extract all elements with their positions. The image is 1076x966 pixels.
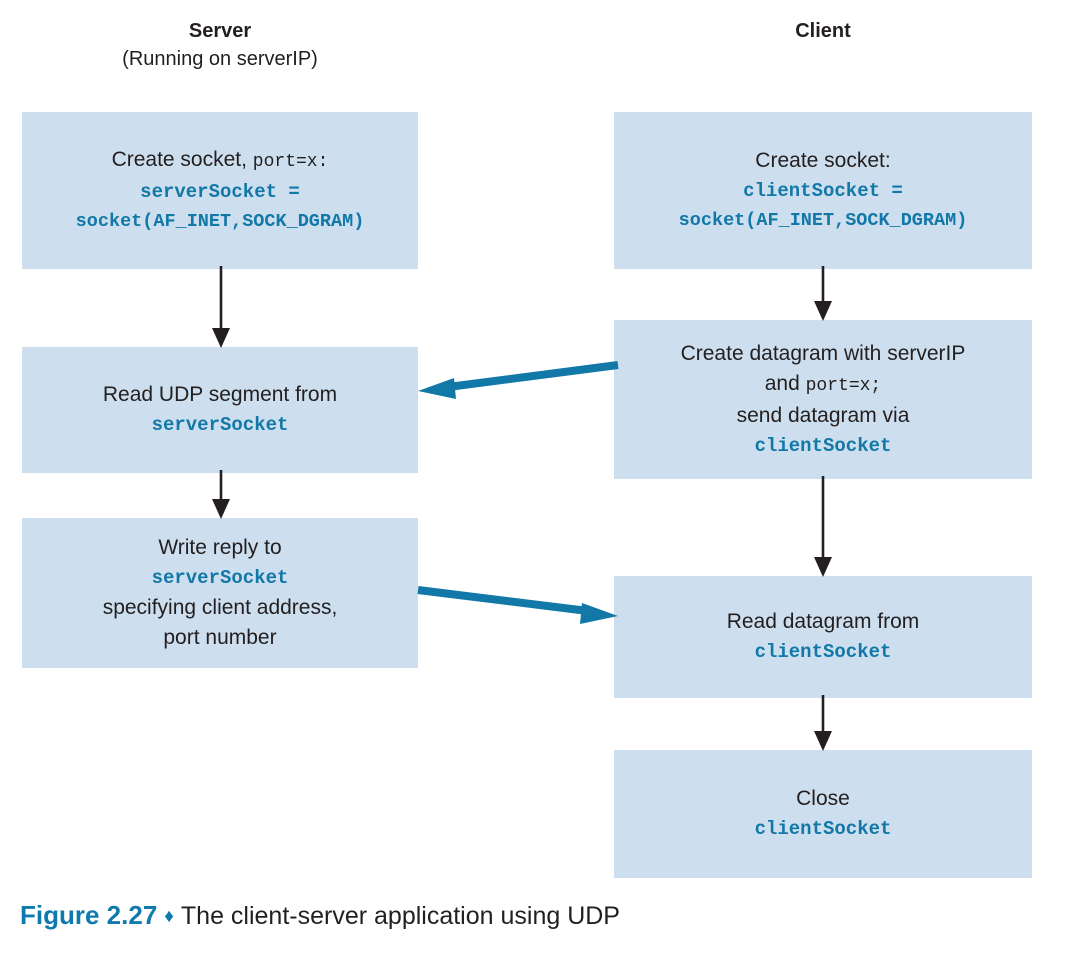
server-step1-line1: Create socket, port=x: <box>111 147 329 172</box>
client-step2-line3: send datagram via <box>736 403 910 427</box>
server-step1-line2: serverSocket = <box>140 180 300 203</box>
client-step2-line1: Create datagram with serverIP <box>680 341 966 365</box>
server-step2-line1: Read UDP segment from <box>102 383 338 406</box>
client-step-read-datagram[interactable]: Read datagram from clientSocket <box>614 576 1032 698</box>
client-column-header: Client <box>614 18 1032 44</box>
client-title: Client <box>795 20 851 42</box>
server-step3-line3: specifying client address, <box>102 596 338 619</box>
figure-number: Figure 2.27 <box>20 900 158 930</box>
figure-caption-text: The client-server application using UDP <box>180 902 620 930</box>
diamond-icon: ♦ <box>164 906 174 927</box>
client-step-create-socket[interactable]: Create socket: clientSocket = socket(AF_… <box>614 112 1032 269</box>
client-step1-line2: clientSocket = <box>743 179 903 202</box>
figure-caption: Figure 2.27 ♦ The client-server applicat… <box>20 898 1060 934</box>
client-step2-line2: and port=x; <box>764 371 882 396</box>
client-step-create-datagram[interactable]: Create datagram with serverIP and port=x… <box>614 320 1032 479</box>
client-flow-arrow-3 <box>814 695 832 751</box>
client-step4-line2: clientSocket <box>754 818 892 840</box>
reply-to-client-arrow <box>417 586 618 624</box>
client-step3-line1: Read datagram from <box>726 610 920 633</box>
server-step2-line2: serverSocket <box>151 414 289 436</box>
server-column-header: Server (Running on serverIP) <box>22 18 418 74</box>
client-step2-line4: clientSocket <box>754 434 892 457</box>
server-flow-arrow-2 <box>212 470 230 519</box>
server-flow-arrow-1 <box>212 266 230 348</box>
server-step-read-udp-segment[interactable]: Read UDP segment from serverSocket <box>22 347 418 473</box>
server-step3-line1: Write reply to <box>158 536 282 559</box>
server-title: Server <box>188 20 252 42</box>
client-step1-line1: Create socket: <box>755 148 891 172</box>
server-step-create-socket[interactable]: Create socket, port=x: serverSocket = so… <box>22 112 418 269</box>
server-step-write-reply[interactable]: Write reply to serverSocket specifying c… <box>22 518 418 668</box>
client-step-close-socket[interactable]: Close clientSocket <box>614 750 1032 878</box>
client-step4-line1: Close <box>796 787 850 810</box>
datagram-to-server-arrow <box>418 361 619 399</box>
client-flow-arrow-2 <box>814 476 832 577</box>
client-flow-arrow-1 <box>814 266 832 321</box>
client-step1-line3: socket(AF_INET,SOCK_DGRAM) <box>678 209 968 231</box>
server-subtitle: (Running on serverIP) <box>122 48 318 70</box>
server-step1-line3: socket(AF_INET,SOCK_DGRAM) <box>75 210 365 232</box>
client-step3-line2: clientSocket <box>754 641 892 663</box>
server-step3-line2: serverSocket <box>151 567 289 589</box>
server-step3-line4: port number <box>163 626 277 649</box>
